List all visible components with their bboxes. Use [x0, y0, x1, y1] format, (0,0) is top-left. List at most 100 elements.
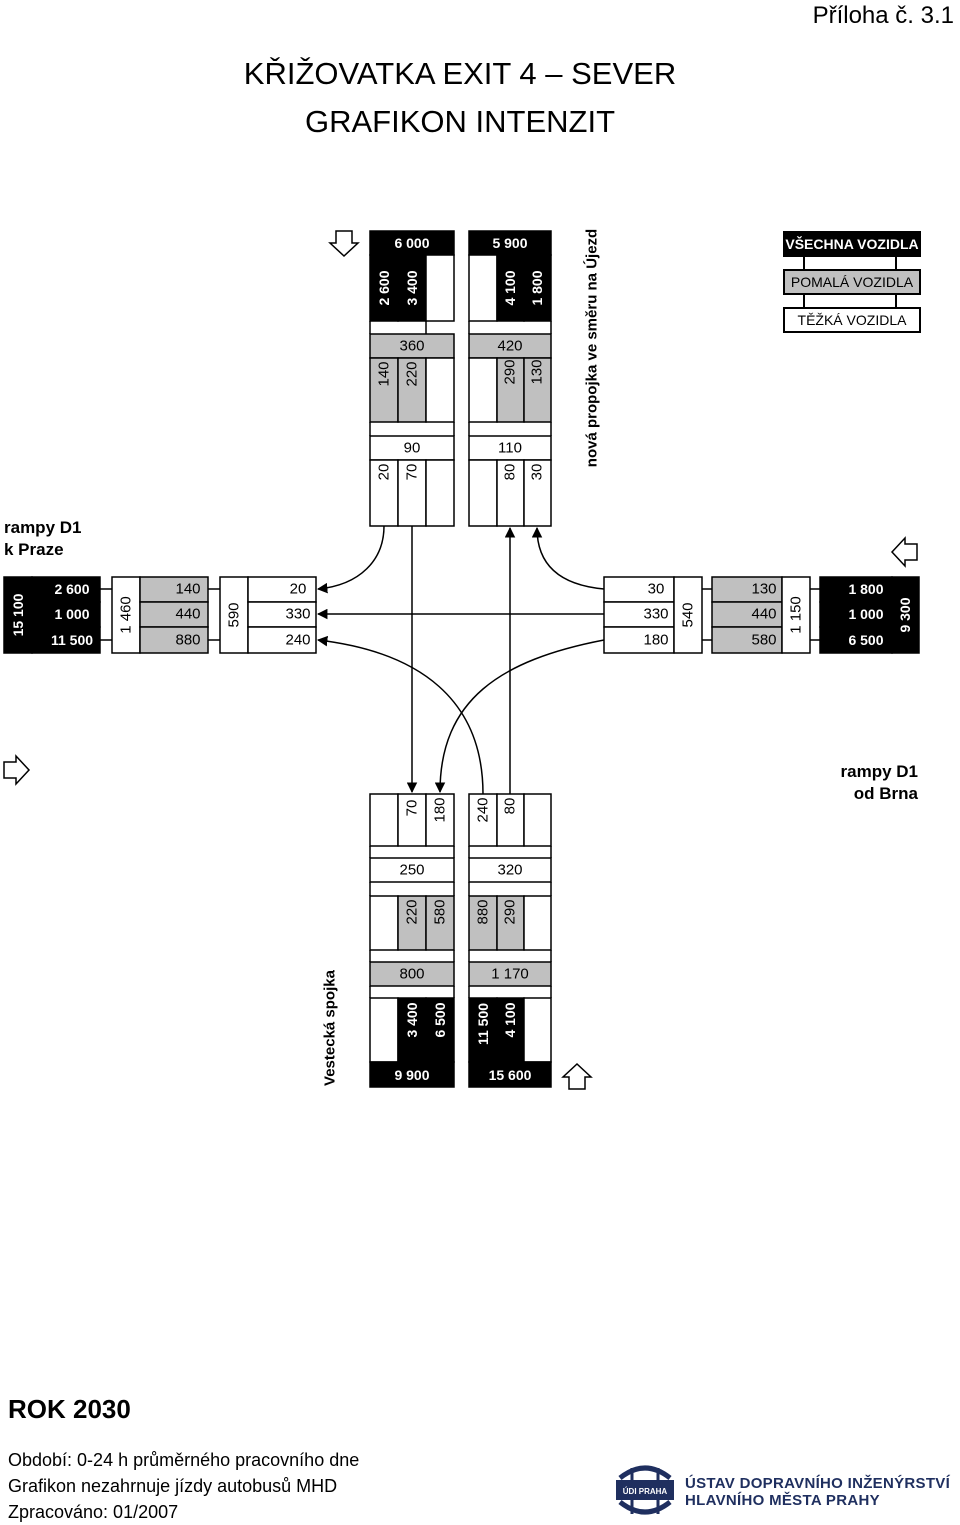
south-heavy-left-total-cell — [369, 857, 455, 883]
north-in-empty-cell — [425, 254, 455, 322]
south-all-empty-cell — [523, 997, 552, 1063]
west-slow-total: 1 460 — [118, 596, 135, 634]
south-all-value: 4 100 — [502, 1002, 518, 1037]
north-heavy-value: 20 — [376, 464, 393, 481]
legend-all-label: VŠECHNA VOZIDLA — [785, 236, 919, 252]
north-out-slow: 4 100 — [502, 270, 518, 305]
north-heavy-cell — [523, 459, 552, 527]
north-slow-right-total-cell — [468, 333, 552, 359]
east-heavy-value: 330 — [643, 606, 668, 623]
udi-logo: ÚDI PRAHA — [614, 1462, 676, 1520]
east-total: 9 300 — [897, 597, 913, 632]
south-total-in: 15 600 — [489, 1067, 532, 1083]
north-slow-left-total: 360 — [399, 338, 424, 355]
east-row-value: 1 000 — [848, 606, 883, 622]
west-slow-value: 440 — [175, 606, 200, 623]
period-note: Období: 0-24 h průměrného pracovního dne — [8, 1450, 360, 1470]
east-heavy-cell — [603, 626, 675, 654]
legend-heavy-vehicles: TĚŽKÁ VOZIDLA — [783, 307, 921, 333]
south-heavy-right-total-cell — [468, 857, 552, 883]
north-heavy-cell — [369, 459, 399, 527]
west-heavy-cell — [247, 601, 317, 628]
east-slow-value: 580 — [751, 632, 776, 649]
west-total-cell — [3, 576, 33, 654]
north-heavy-value: 30 — [529, 464, 546, 481]
south-inner-value: 180 — [432, 797, 449, 822]
south-inner-cell — [468, 793, 498, 847]
processed-date: Zpracováno: 01/2007 — [8, 1502, 179, 1522]
south-slow-cell — [425, 895, 455, 951]
south-branch-label: Vestecká spojka — [322, 969, 339, 1086]
legend-connector — [895, 293, 897, 307]
north-heavy-empty-cell — [468, 459, 498, 527]
north-slow-left-total-cell — [369, 333, 455, 359]
east-slow-total: 1 150 — [788, 596, 805, 634]
west-slow-value: 880 — [175, 632, 200, 649]
south-slow-empty-cell — [369, 895, 399, 951]
north-heavy-right-total-cell — [468, 435, 552, 461]
north-heavy-left-total-cell — [369, 435, 455, 461]
south-total-in-cell — [468, 1061, 552, 1088]
west-branch-label: k Praze — [4, 540, 64, 559]
west-slow-cell — [139, 626, 209, 654]
south-slow-value: 580 — [432, 899, 449, 924]
page-title: KŘIŽOVATKA EXIT 4 – SEVER — [243, 56, 677, 91]
south-slow-right-total: 1 170 — [491, 966, 529, 983]
arrow-right-icon — [3, 754, 31, 786]
east-heavy-value: 30 — [648, 581, 665, 598]
south-inner-value: 80 — [502, 798, 519, 815]
north-heavy-left-total: 90 — [404, 440, 421, 457]
west-slow-value: 140 — [175, 581, 200, 598]
north-total-in: 6 000 — [394, 235, 429, 251]
flow-north-to-west — [316, 525, 385, 594]
south-inner-value: 70 — [404, 800, 421, 817]
south-slow-right-total-cell — [468, 961, 552, 987]
north-heavy-value: 80 — [502, 464, 519, 481]
logo-line2: HLAVNÍHO MĚSTA PRAHY — [685, 1492, 880, 1509]
east-total-cell — [891, 576, 920, 654]
north-slow-value: 290 — [502, 359, 519, 384]
north-heavy-right-total: 110 — [498, 440, 522, 457]
south-all-value: 6 500 — [432, 1002, 448, 1037]
north-slow-cell — [496, 357, 525, 423]
south-slow-left-total: 800 — [399, 966, 424, 983]
south-slow-cell — [496, 895, 525, 951]
west-slow-cell — [139, 576, 209, 603]
east-branch-label: od Brna — [853, 784, 918, 803]
legend-heavy-label: TĚŽKÁ VOZIDLA — [797, 312, 907, 328]
legend-slow-vehicles: POMALÁ VOZIDLA — [783, 269, 921, 295]
appendix-label: Příloha č. 3.1 — [812, 2, 954, 29]
logo-mark-icon: ÚDI PRAHA — [616, 1465, 674, 1515]
south-heavy-left-total: 250 — [399, 862, 424, 879]
flow-east-to-north — [531, 526, 605, 590]
south-slow-cell — [468, 895, 498, 951]
flow-south-to-west — [316, 635, 484, 795]
south-inner-empty-cell — [523, 793, 552, 847]
east-branch-label: rampy D1 — [840, 762, 918, 781]
west-heavy-cell — [247, 626, 317, 654]
legend-connector — [803, 255, 805, 269]
west-row-value: 2 600 — [54, 581, 89, 597]
south-inner-empty-cell — [369, 793, 399, 847]
south-all-value: 3 400 — [404, 1002, 420, 1037]
north-in-heavy-cell — [369, 254, 399, 322]
logo-line1: ÚSTAV DOPRAVNÍHO INŽENÝRSTVÍ — [685, 1475, 951, 1492]
north-out-empty-cell — [468, 254, 498, 322]
south-inner-cell — [397, 793, 427, 847]
north-out-slow-cell — [496, 254, 525, 322]
east-heavy-cell — [603, 576, 675, 603]
north-total-in-cell — [369, 230, 455, 256]
north-slow-right-total: 420 — [497, 338, 522, 355]
south-inner-cell — [425, 793, 455, 847]
north-out-heavy-cell — [523, 254, 552, 322]
west-heavy-total: 590 — [226, 602, 243, 627]
east-slow-cell — [711, 576, 783, 603]
north-slow-cell — [523, 357, 552, 423]
east-row-value: 1 800 — [848, 581, 883, 597]
north-heavy-value: 70 — [404, 464, 421, 481]
east-slow-value: 440 — [751, 606, 776, 623]
north-in-slow: 3 400 — [404, 270, 420, 305]
arrow-up-icon — [561, 1062, 593, 1090]
north-total-out: 5 900 — [492, 235, 527, 251]
